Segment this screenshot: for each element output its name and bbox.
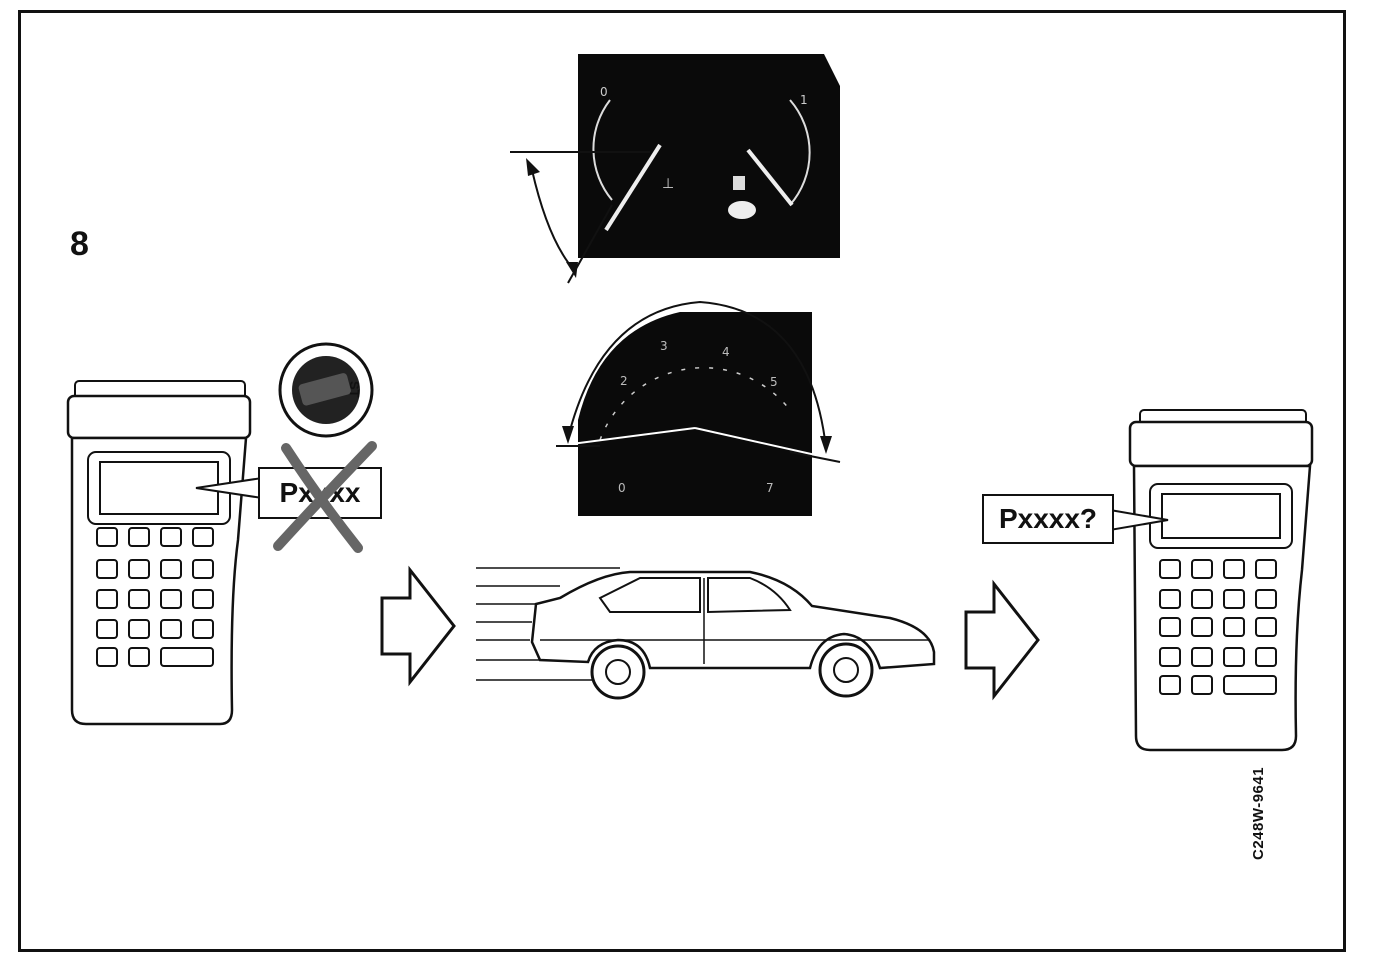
tester-icon <box>66 380 252 726</box>
step-number: 8 <box>70 225 89 263</box>
svg-text:3: 3 <box>660 339 668 353</box>
tachometer-sweep-arrow <box>556 300 841 463</box>
fuel-temp-gauge-icon: 0 1 ⊥ <box>578 54 840 258</box>
arrow-right-icon <box>964 579 1040 701</box>
cross-icon <box>273 441 377 553</box>
fault-code-query-callout: Pxxxx? <box>982 494 1114 544</box>
svg-text:0: 0 <box>600 85 608 99</box>
svg-text:4: 4 <box>722 345 730 359</box>
tester-icon <box>1128 409 1314 752</box>
svg-text:5: 5 <box>770 375 778 389</box>
tester-keypad <box>96 527 214 667</box>
svg-text:1: 1 <box>800 93 808 107</box>
ignition-label: ST <box>347 381 362 398</box>
arrow-right-icon <box>380 565 456 687</box>
svg-text:2: 2 <box>620 374 628 388</box>
ignition-key-icon <box>278 342 374 438</box>
tachometer-icon: 2 3 4 5 0 7 <box>555 312 839 516</box>
speed-lines <box>476 567 620 681</box>
car-icon <box>530 570 936 700</box>
svg-text:7: 7 <box>766 481 774 495</box>
svg-text:0: 0 <box>618 481 626 495</box>
needle-angle-indicator <box>510 151 650 284</box>
figure-code: C248W-9641 <box>1250 766 1267 860</box>
svg-text:⊥: ⊥ <box>662 176 674 192</box>
tester-keypad <box>1159 559 1277 695</box>
